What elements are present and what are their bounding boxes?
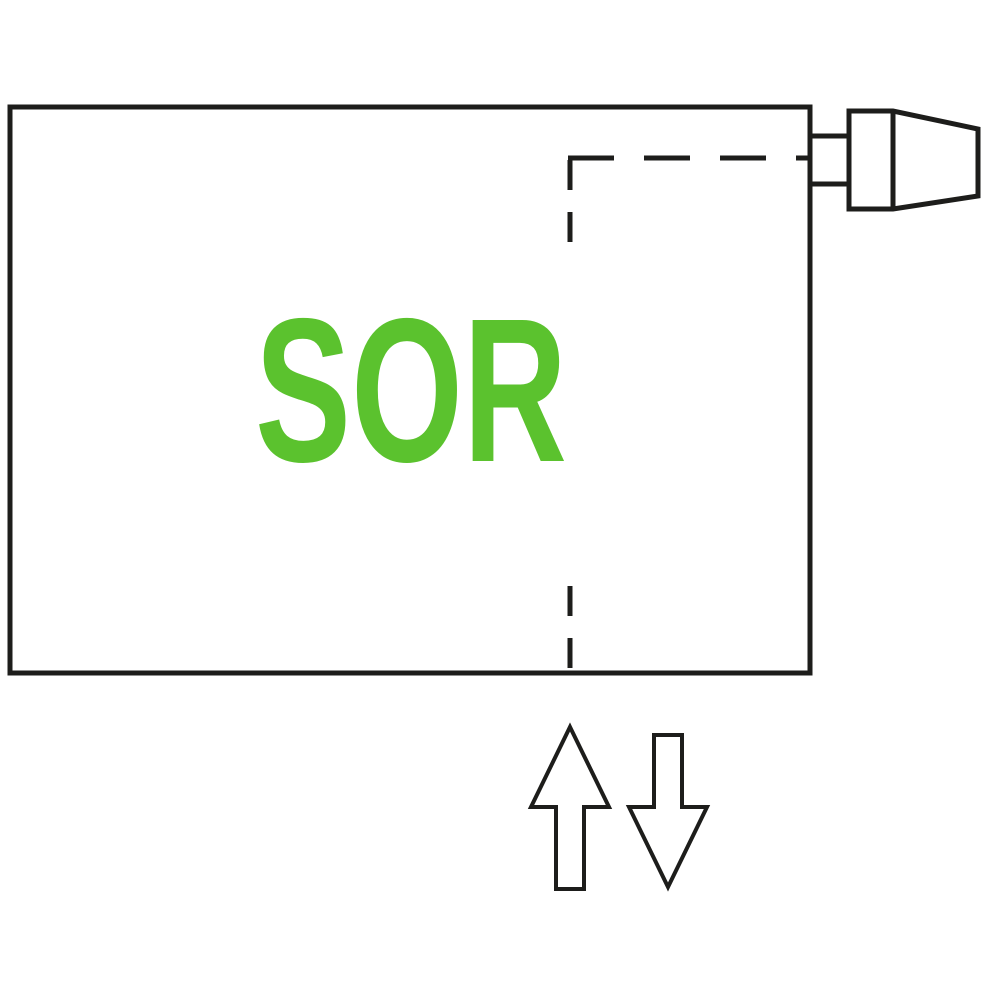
radiator-body [7, 104, 813, 676]
thermostatic-valve-icon [846, 108, 981, 212]
flow-up-arrow-icon [527, 722, 613, 891]
product-label: SOR [255, 276, 567, 505]
valve-connector [810, 133, 849, 187]
valve-body [846, 108, 981, 212]
flow-direction-arrows [527, 722, 711, 892]
flow-down-arrow-icon [625, 733, 711, 892]
